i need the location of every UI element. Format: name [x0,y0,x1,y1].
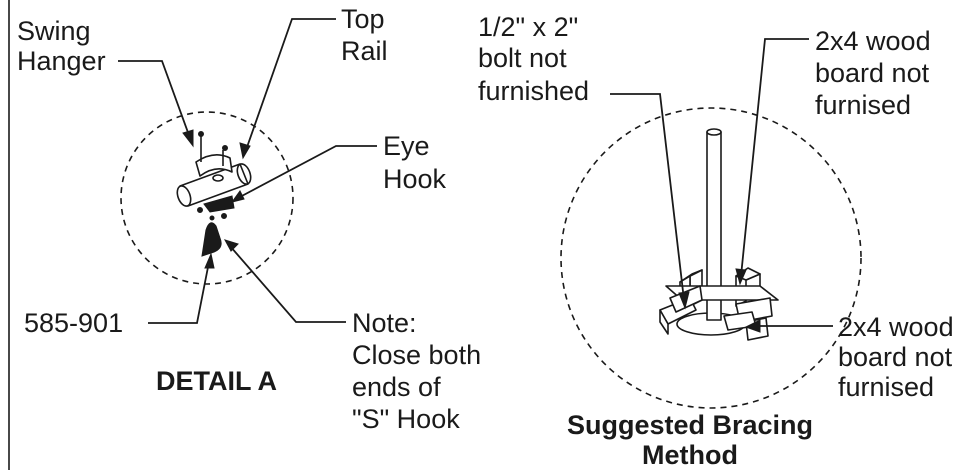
arrowhead [182,129,194,148]
part-number-leader [148,261,210,324]
swing-hanger-part [195,131,233,182]
swing-hanger-leader [118,60,191,139]
arrowhead [204,252,215,269]
swing-hanger-label-line1: Swing [17,16,91,46]
arrowhead [744,319,761,333]
top-rail-pipe [176,163,252,207]
bracing-title-line1: Suggested Bracing [567,410,813,440]
bracing-method: 1/2" x 2" bolt not furnished 2x4 wood bo… [478,12,954,470]
note-label-line1: Note: [352,308,417,338]
note-label-line3: ends of [352,372,441,402]
bolt-label-line2: bolt not [478,43,567,73]
bottom-board-label-line1: 2x4 wood [838,312,954,342]
bottom-board-label-line2: board not [838,342,953,372]
swing-hanger-label-line2: Hanger [17,46,106,76]
arrowhead [239,142,251,160]
eye-hook-part [197,195,235,221]
eye-hook-label-line1: Eye [383,131,430,161]
bolt-label-line1: 1/2" x 2" [478,12,578,42]
top-rail-label-line2: Rail [341,36,388,66]
bolt-leader [610,93,685,301]
arrowhead [223,239,239,252]
detail-a: Swing Hanger Top Rail Eye Hook 585-901 N… [17,4,481,434]
detail-a-title: DETAIL A [156,366,277,396]
s-hook-part [201,222,222,257]
pipe-end [176,185,192,207]
note-label-line4: "S" Hook [352,404,460,434]
note-leader [229,245,346,323]
top-board-label-line3: furnised [815,90,911,120]
upright-pole [706,128,722,321]
top-board-label-line2: board not [815,58,930,88]
top-rail-label-line1: Top [341,4,385,34]
part-number-label: 585-901 [24,308,123,338]
top-board-leader [740,38,809,277]
top-rail-leader [245,18,336,151]
bracing-circle [560,107,862,409]
eye-hook-leader [237,145,377,199]
note-label-line2: Close both [352,340,481,370]
bracing-title-line2: Method [642,440,738,470]
arrowhead [230,190,245,203]
bolt-label-line3: furnished [478,76,589,106]
top-board-label-line1: 2x4 wood [815,26,931,56]
bottom-board-label-line3: furnised [838,372,934,402]
detail-a-circle [120,111,294,285]
arrowhead [678,291,690,310]
eye-hook-label-line2: Hook [383,164,447,194]
arrowhead [735,268,747,286]
